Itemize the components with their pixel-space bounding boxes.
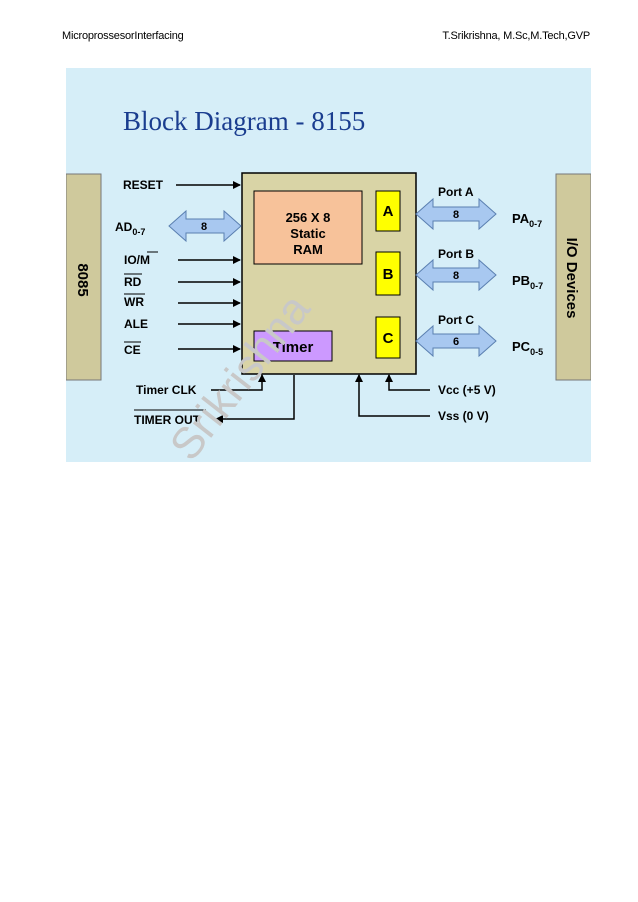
block-diagram-svg: Block Diagram - 8155 8085 I/O Devices 25… bbox=[66, 68, 591, 462]
header-left: MicroprossesorInterfacing bbox=[62, 30, 184, 42]
port-a-width: 8 bbox=[453, 209, 459, 221]
port-a-block bbox=[375, 190, 401, 232]
cpu-8085-label: 8085 bbox=[74, 263, 91, 296]
timer-block bbox=[253, 330, 333, 362]
port-c-letter: C bbox=[383, 330, 394, 347]
ad-label: AD0-7 bbox=[115, 220, 145, 237]
ce-label: CE bbox=[124, 343, 141, 357]
ad-bus-arrow bbox=[168, 209, 242, 243]
timer-out-label: TIMER OUT bbox=[134, 413, 201, 427]
port-c-width: 6 bbox=[453, 336, 459, 348]
ale-label: ALE bbox=[124, 317, 148, 331]
diagram-title: Block Diagram - 8155 bbox=[123, 106, 365, 136]
port-b-block bbox=[375, 251, 401, 296]
io-devices-block bbox=[555, 173, 591, 381]
wr-label: WR bbox=[124, 295, 144, 309]
port-a-label: Port A bbox=[438, 185, 474, 199]
port-b-bus-arrow bbox=[415, 258, 497, 292]
timer-clk-label: Timer CLK bbox=[136, 383, 197, 397]
timer-clk-arrow bbox=[211, 374, 266, 391]
ram-line1: 256 X 8 bbox=[286, 210, 331, 225]
vcc-arrow bbox=[385, 374, 430, 391]
io-devices-label: I/O Devices bbox=[563, 238, 580, 319]
port-c-block bbox=[375, 316, 401, 359]
port-c-label: Port C bbox=[438, 313, 474, 327]
pb-pin-label: PB0-7 bbox=[512, 273, 543, 291]
port-a-letter: A bbox=[383, 203, 394, 220]
port-c-bus-arrow bbox=[415, 324, 497, 358]
block-diagram: Block Diagram - 8155 8085 I/O Devices 25… bbox=[66, 68, 591, 462]
rd-label: RD bbox=[124, 275, 142, 289]
ram-line2: Static bbox=[290, 226, 325, 241]
vss-arrow bbox=[355, 374, 430, 417]
pc-pin-label: PC0-5 bbox=[512, 339, 543, 357]
ram-line3: RAM bbox=[293, 242, 323, 257]
timer-label: Timer bbox=[273, 339, 314, 356]
timer-out-arrow bbox=[215, 375, 295, 423]
static-ram-block bbox=[253, 190, 363, 265]
reset-label: RESET bbox=[123, 178, 164, 192]
header-right: T.Srikrishna, M.Sc,M.Tech,GVP bbox=[442, 30, 590, 42]
port-b-label: Port B bbox=[438, 247, 474, 261]
port-b-width: 8 bbox=[453, 270, 459, 282]
vss-label: Vss (0 V) bbox=[438, 409, 489, 423]
io-m-label: IO/M bbox=[124, 253, 150, 267]
pa-pin-label: PA0-7 bbox=[512, 211, 542, 229]
cpu-8085-block bbox=[66, 173, 102, 381]
vcc-label: Vcc (+5 V) bbox=[438, 383, 496, 397]
port-a-bus-arrow bbox=[415, 197, 497, 231]
port-b-letter: B bbox=[383, 266, 394, 283]
ad-bus-width: 8 bbox=[201, 221, 207, 233]
